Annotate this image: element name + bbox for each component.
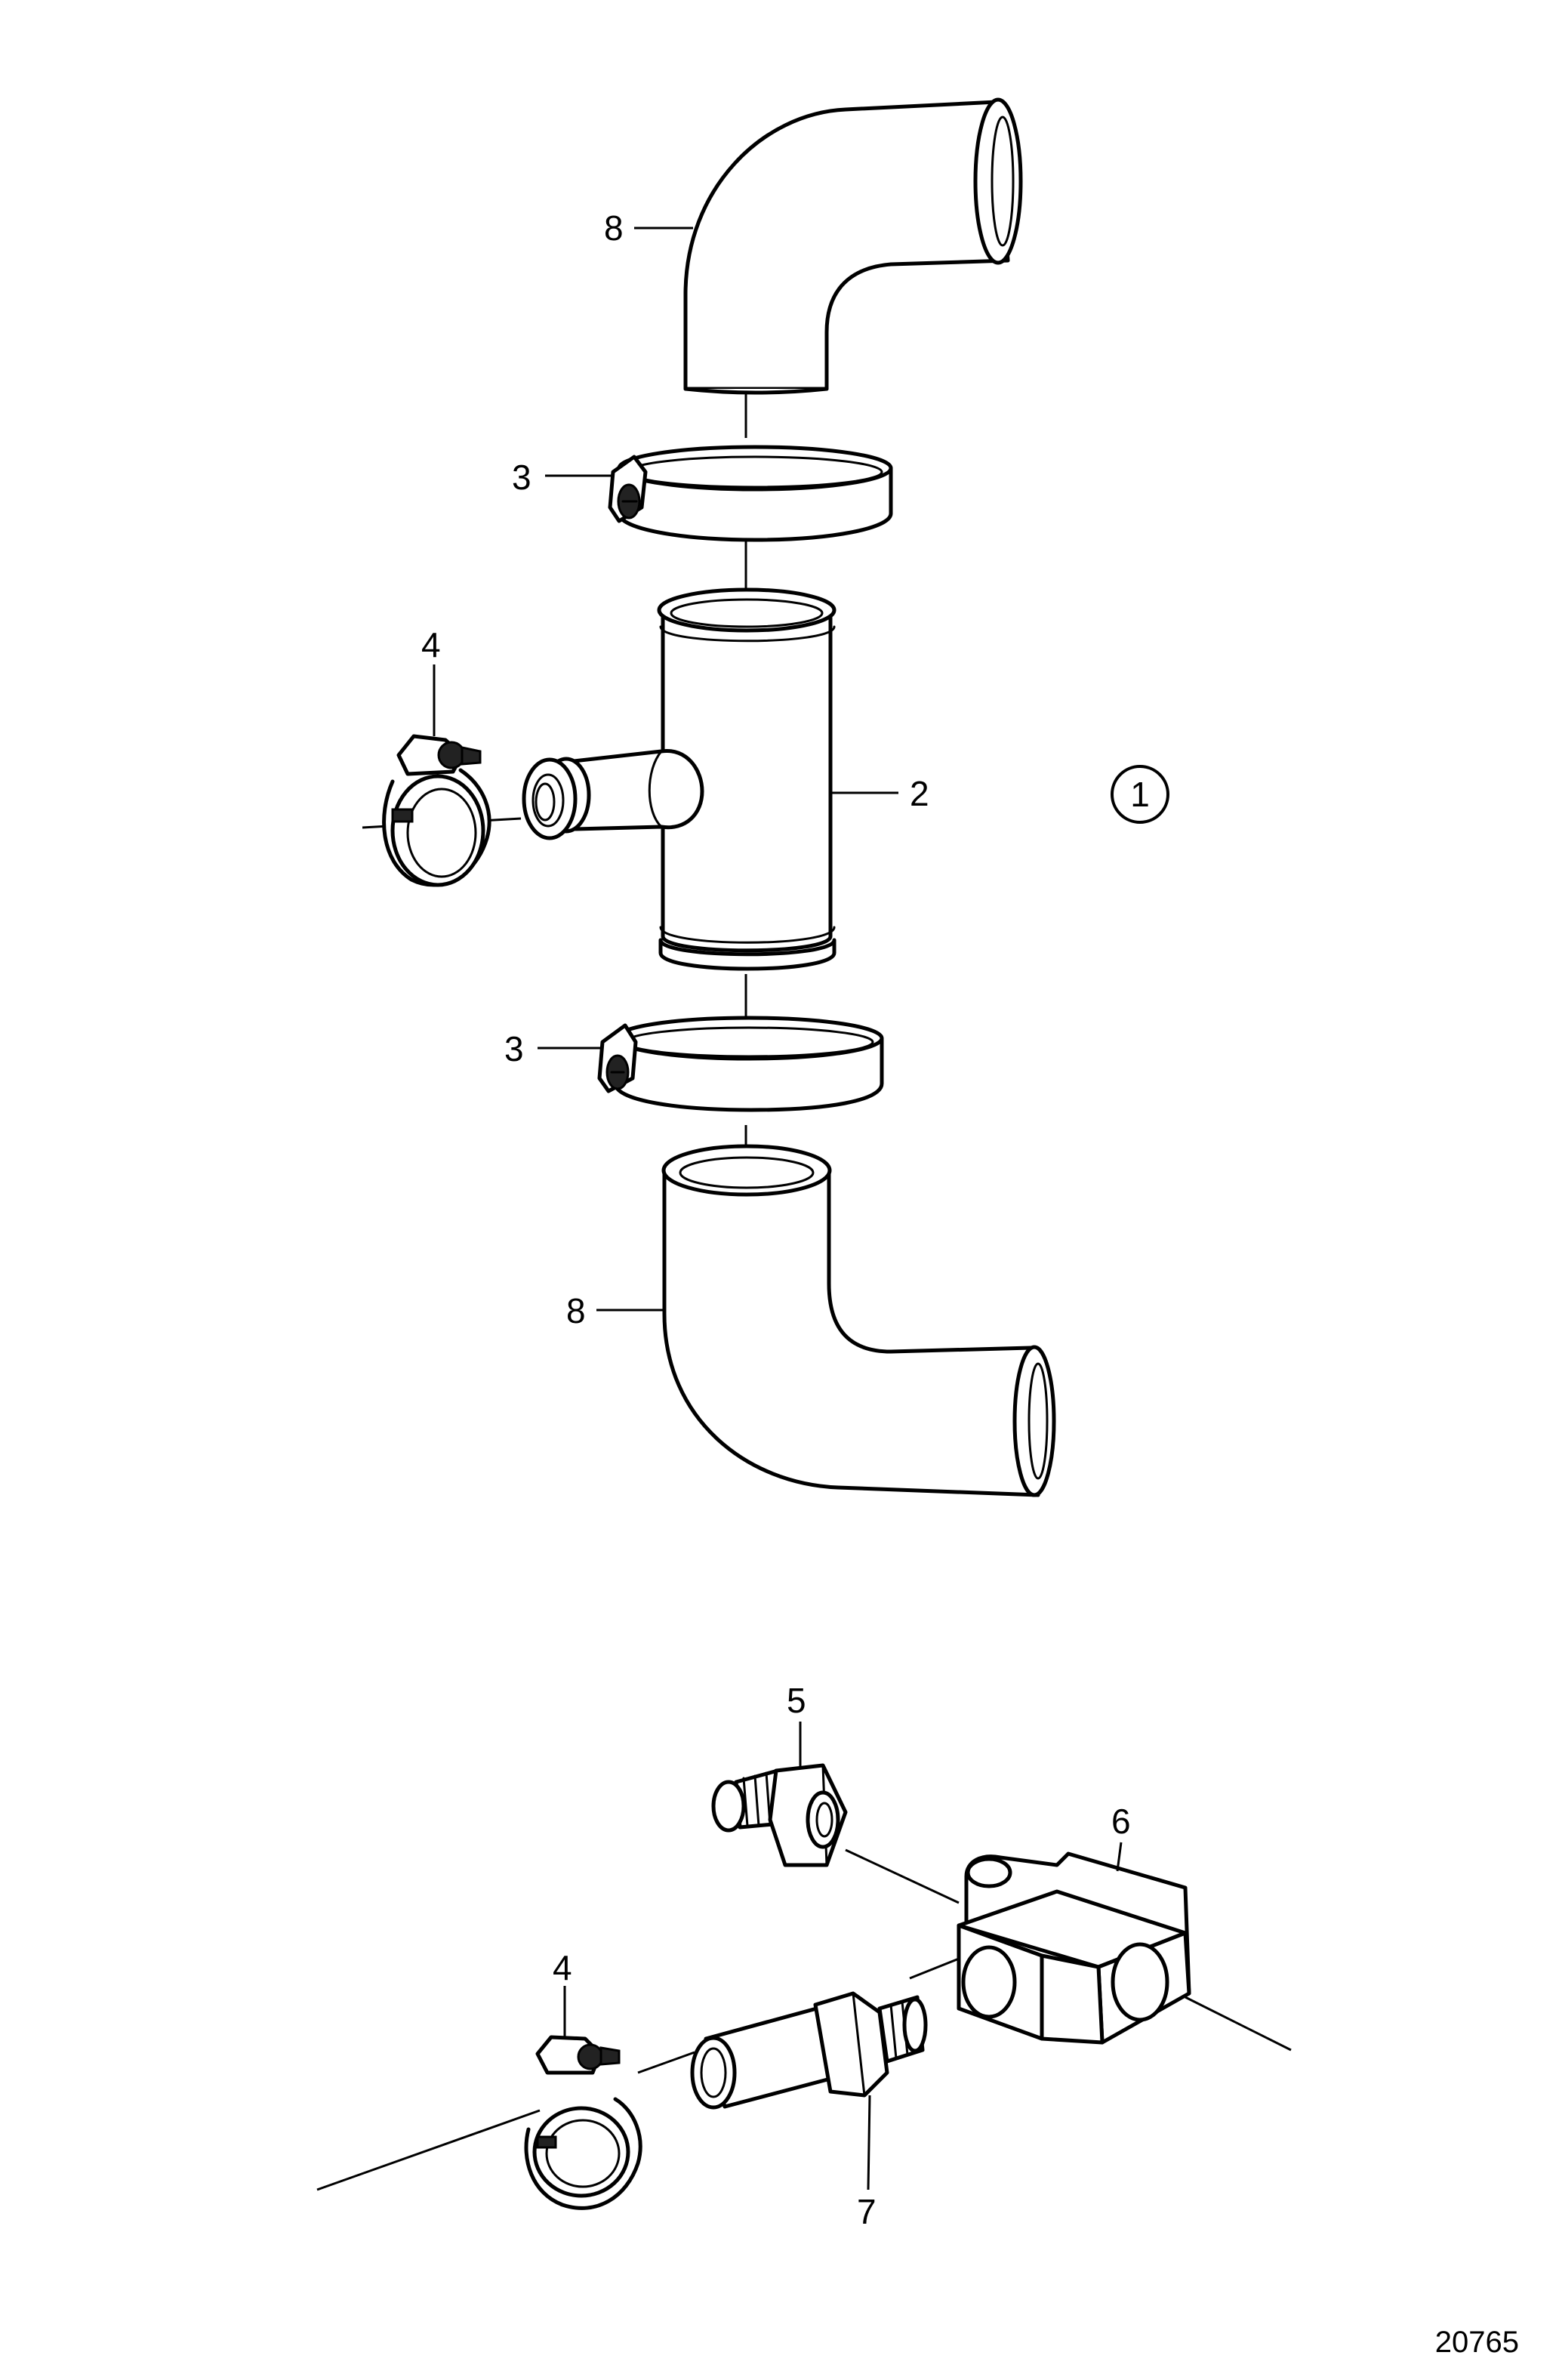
elbow-hose-bottom	[661, 1144, 1056, 1497]
elbow-hose-top	[683, 97, 1023, 395]
callout-3-top: 3	[512, 458, 531, 497]
small-hose-clamp-lower	[524, 2035, 642, 2210]
callout-leaders	[433, 227, 1123, 2190]
group-marker: 1	[1111, 765, 1169, 824]
hose-nipple	[690, 1991, 928, 2110]
callout-2: 2	[910, 774, 929, 813]
callout-8-top: 8	[604, 208, 624, 248]
callout-3-bottom: 3	[504, 1029, 524, 1068]
figure-number: 20765	[1435, 2326, 1519, 2359]
group-marker-circle	[1111, 765, 1169, 824]
assembly-axis-lower	[316, 1848, 1292, 2191]
group-marker-label: 1	[1130, 775, 1150, 814]
callout-4-bottom: 4	[553, 1948, 572, 1987]
hose-clamp-bottom	[597, 1016, 884, 1112]
hose-clamp-top	[608, 445, 893, 542]
hex-nipple	[711, 1763, 848, 1867]
callout-7: 7	[857, 2192, 877, 2231]
callout-labels: 8 3 4 2 3 8 5 6 4 7	[421, 208, 1131, 2231]
callout-8-bottom: 8	[566, 1291, 586, 1330]
tee-pipe	[522, 587, 836, 971]
callout-6: 6	[1111, 1802, 1131, 1841]
callout-5: 5	[787, 1681, 806, 1720]
callout-4-top: 4	[421, 625, 441, 664]
small-hose-clamp-upper	[382, 734, 491, 887]
elbow-block-fitting	[957, 1851, 1191, 2045]
